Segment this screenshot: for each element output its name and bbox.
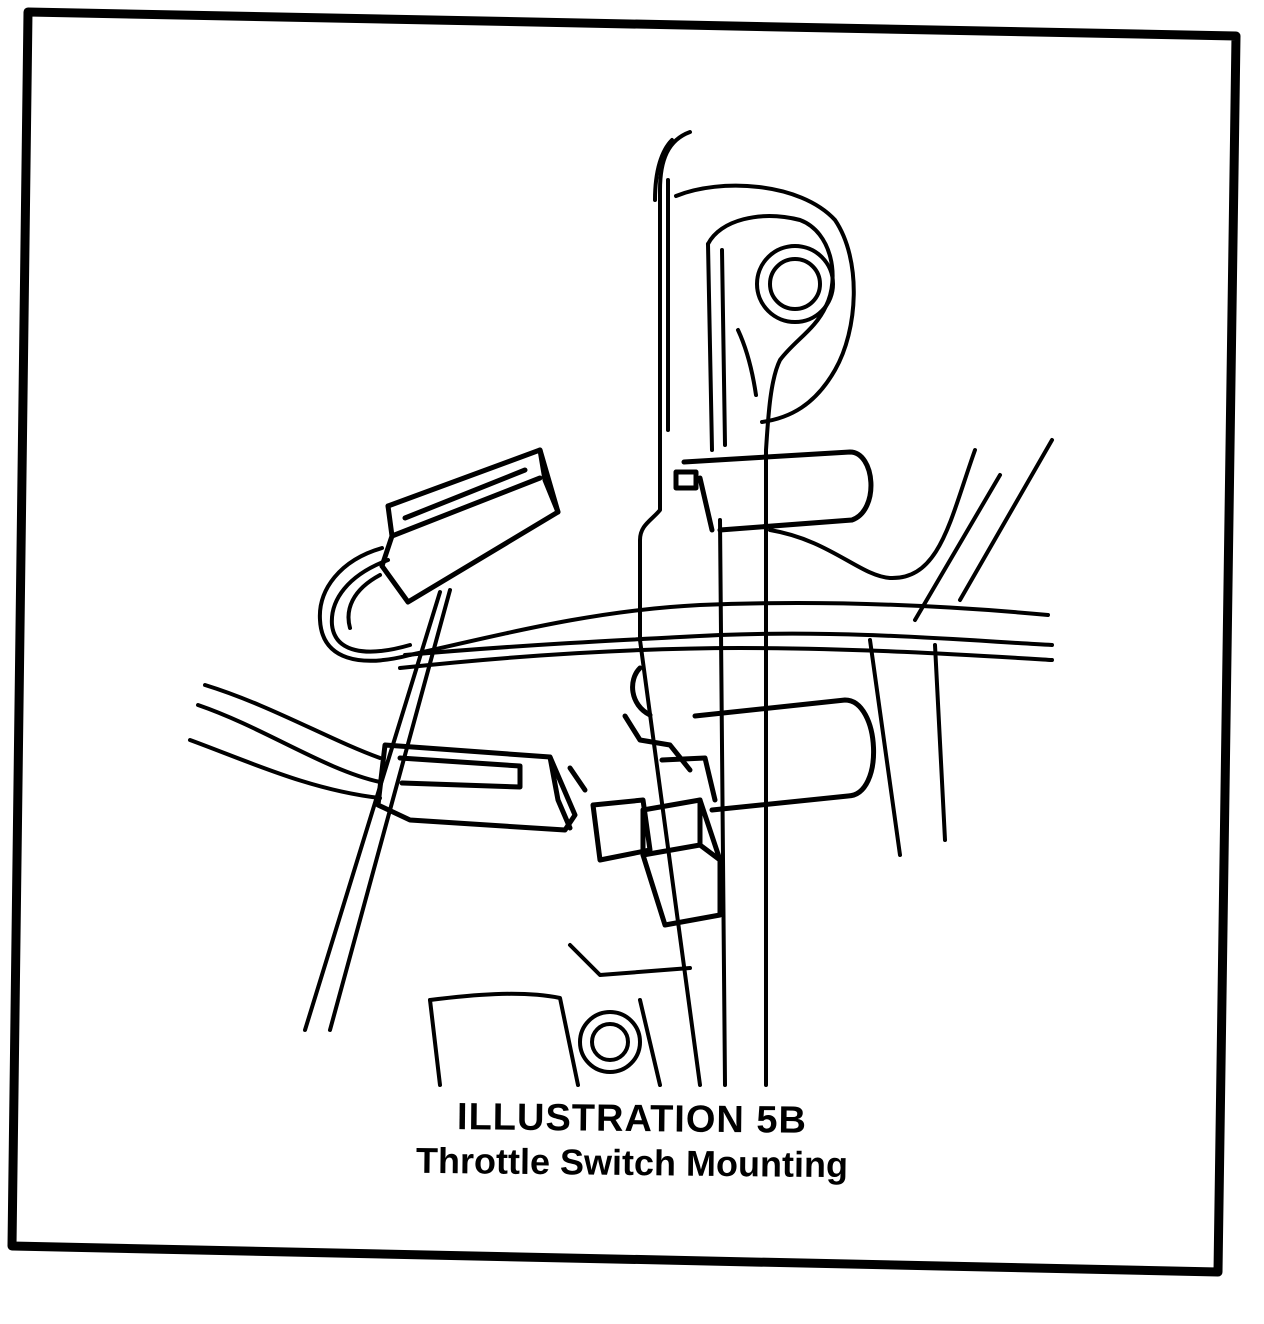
pivot-bolt <box>755 244 835 324</box>
upper-cylinder <box>673 449 874 533</box>
mounting-bracket <box>638 130 727 1087</box>
throttle-switch <box>567 755 723 928</box>
upper-connector <box>379 447 561 605</box>
lower-connector <box>375 742 578 833</box>
connector-leads <box>188 683 382 800</box>
lower-cylinder <box>622 665 877 813</box>
lower-plate <box>428 943 692 1087</box>
linkage-rods <box>768 438 1054 857</box>
wire-harness <box>303 546 1054 1032</box>
figure-border <box>7 7 1241 1277</box>
